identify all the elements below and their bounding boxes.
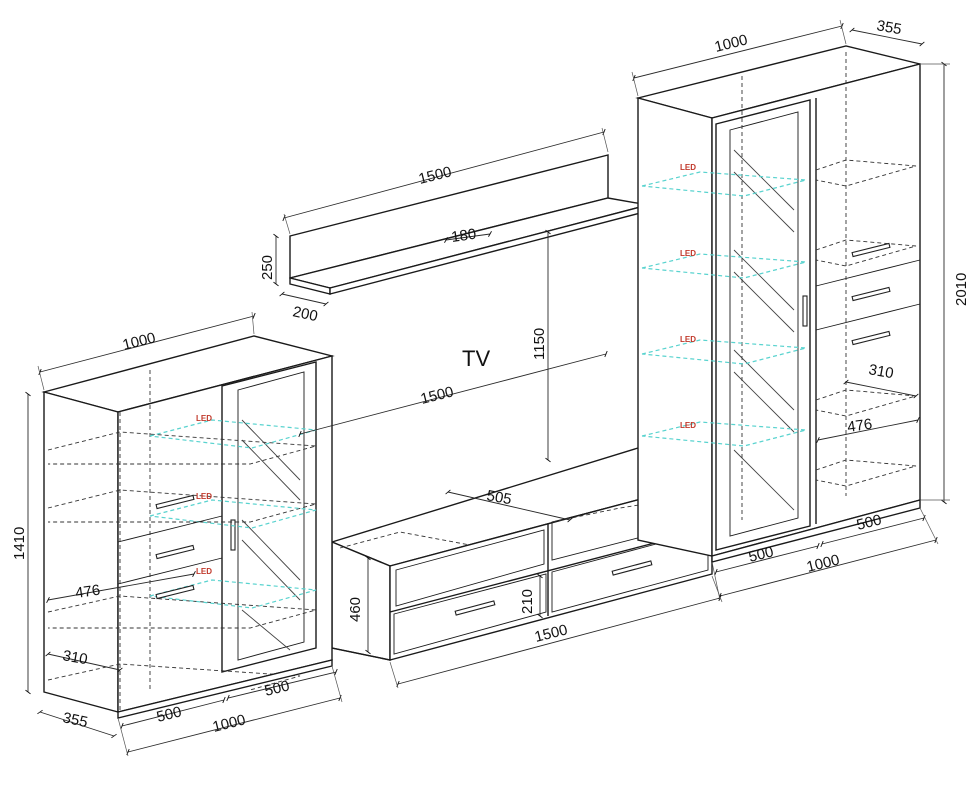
dimension-labels: 1500 180 250 200 1150 TV 1500 505 460 21…	[11, 17, 970, 736]
right-cabinet: LED LED LED LED	[635, 45, 921, 563]
dim-shelf-height: 250	[259, 255, 276, 280]
dim-left-width-bottom: 1000	[211, 711, 247, 736]
dim-tv-stand-height: 460	[347, 597, 364, 622]
dimension-lines	[25, 19, 950, 757]
dim-left-shelf-depth: 310	[61, 647, 89, 668]
dim-drawer-height: 210	[519, 589, 536, 614]
tv-label: TV	[462, 346, 490, 371]
led-label: LED	[680, 249, 696, 258]
dim-left-door-width: 500	[155, 703, 183, 726]
dim-right-depth-top: 355	[875, 17, 903, 38]
dim-right-width-bottom: 1000	[805, 551, 841, 576]
led-label: LED	[680, 335, 696, 344]
left-cabinet: LED LED LED	[41, 335, 335, 719]
dim-left-width-top: 1000	[121, 329, 157, 354]
dim-tv-width: 1500	[419, 383, 455, 408]
dim-left-section-width: 500	[263, 677, 291, 700]
dim-shelf-depth-side: 200	[291, 303, 319, 325]
dim-right-inner-depth: 476	[846, 416, 873, 436]
led-label: LED	[196, 414, 212, 423]
dim-shelf-width: 1500	[417, 163, 453, 188]
dim-left-inner-depth: 476	[74, 582, 101, 602]
right-door-glass-hatch	[733, 149, 795, 511]
wall-shelf	[289, 154, 649, 295]
led-label: LED	[680, 421, 696, 430]
dim-left-depth: 355	[61, 709, 89, 731]
dim-right-door-width: 500	[855, 511, 883, 534]
dim-left-height: 1410	[11, 527, 28, 560]
left-door-glass-hatch	[241, 419, 301, 651]
dim-right-height: 2010	[953, 273, 970, 306]
led-label: LED	[196, 492, 212, 501]
dim-right-width-top: 1000	[713, 31, 749, 56]
dim-tv-stand-depth: 505	[485, 487, 513, 508]
dim-right-shelf-depth: 310	[867, 361, 895, 382]
led-label: LED	[196, 567, 212, 576]
dim-tv-height: 1150	[531, 328, 548, 360]
dim-right-section-width: 500	[747, 543, 775, 566]
dim-tv-stand-width: 1500	[533, 621, 569, 646]
dim-shelf-depth-top: 180	[450, 226, 477, 246]
led-label: LED	[680, 163, 696, 172]
